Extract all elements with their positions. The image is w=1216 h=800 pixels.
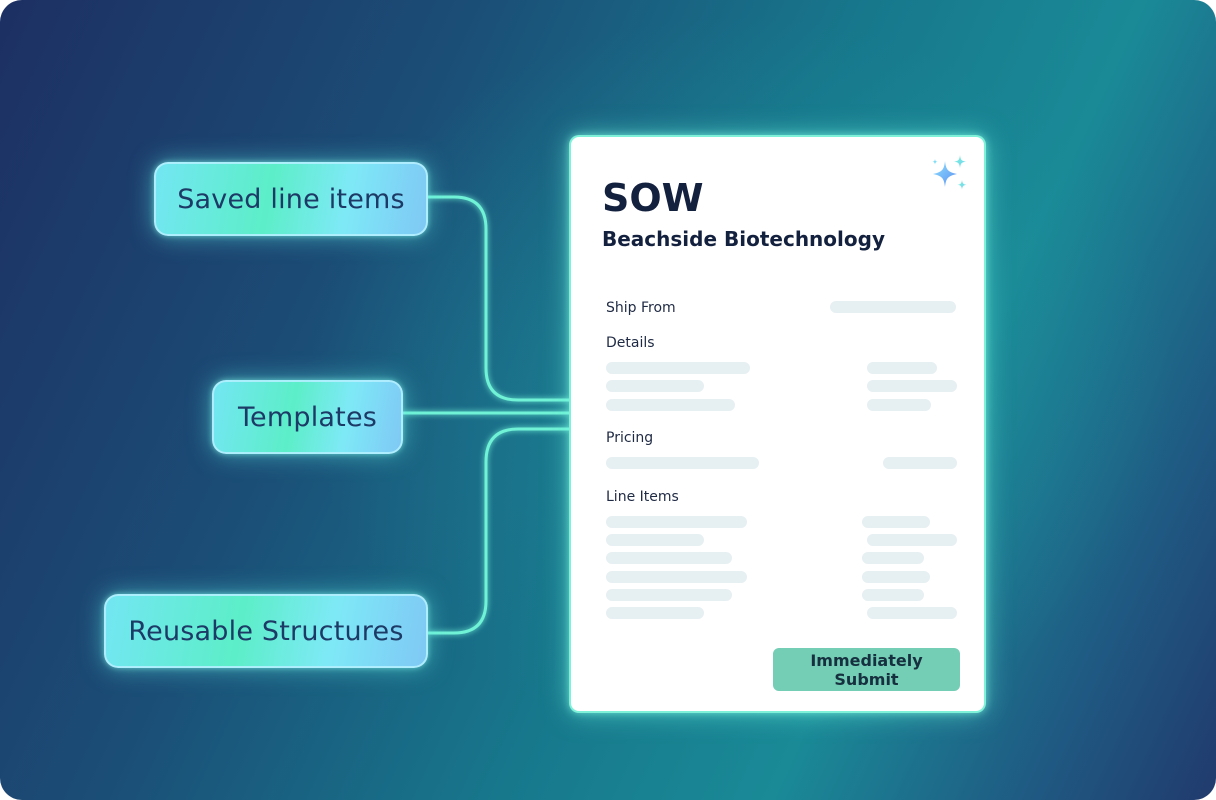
placeholder-bar	[606, 362, 750, 374]
feature-pill-reusable-structures[interactable]: Reusable Structures	[104, 594, 428, 668]
placeholder-bar	[606, 516, 747, 528]
section-label-ship-from: Ship From	[606, 300, 676, 316]
section-label-line-items: Line Items	[606, 489, 679, 505]
feature-label: Templates	[237, 401, 378, 433]
placeholder-bar	[867, 607, 957, 619]
placeholder-bar	[867, 362, 937, 374]
connector-reusable-structures	[428, 427, 570, 635]
immediately-submit-button[interactable]: Immediately Submit	[773, 648, 960, 691]
feature-label: Reusable Structures	[128, 615, 404, 647]
connector-saved-line-items	[428, 195, 570, 402]
placeholder-bar	[867, 380, 957, 392]
document-title: SOW	[602, 176, 704, 220]
sow-document-card: SOW Beachside Biotechnology Ship From De…	[569, 135, 986, 713]
placeholder-bar	[862, 552, 924, 564]
section-label-details: Details	[606, 335, 655, 351]
placeholder-bar	[606, 399, 735, 411]
placeholder-bar	[606, 552, 732, 564]
placeholder-bar	[867, 399, 931, 411]
feature-pill-saved-line-items[interactable]: Saved line items	[154, 162, 428, 236]
feature-label: Saved line items	[177, 183, 405, 215]
section-label-pricing: Pricing	[606, 430, 654, 446]
placeholder-bar	[606, 571, 747, 583]
document-subtitle: Beachside Biotechnology	[602, 227, 885, 251]
placeholder-bar	[862, 516, 930, 528]
placeholder-bar	[862, 589, 924, 601]
feature-pill-templates[interactable]: Templates	[212, 380, 403, 454]
sparkle-icon	[932, 155, 967, 190]
placeholder-bar	[883, 457, 957, 469]
placeholder-bar	[606, 380, 704, 392]
placeholder-bar	[830, 301, 956, 313]
placeholder-bar	[606, 457, 759, 469]
placeholder-bar	[606, 607, 704, 619]
placeholder-bar	[867, 534, 957, 546]
placeholder-bar	[862, 571, 930, 583]
placeholder-bar	[606, 589, 732, 601]
placeholder-bar	[606, 534, 704, 546]
